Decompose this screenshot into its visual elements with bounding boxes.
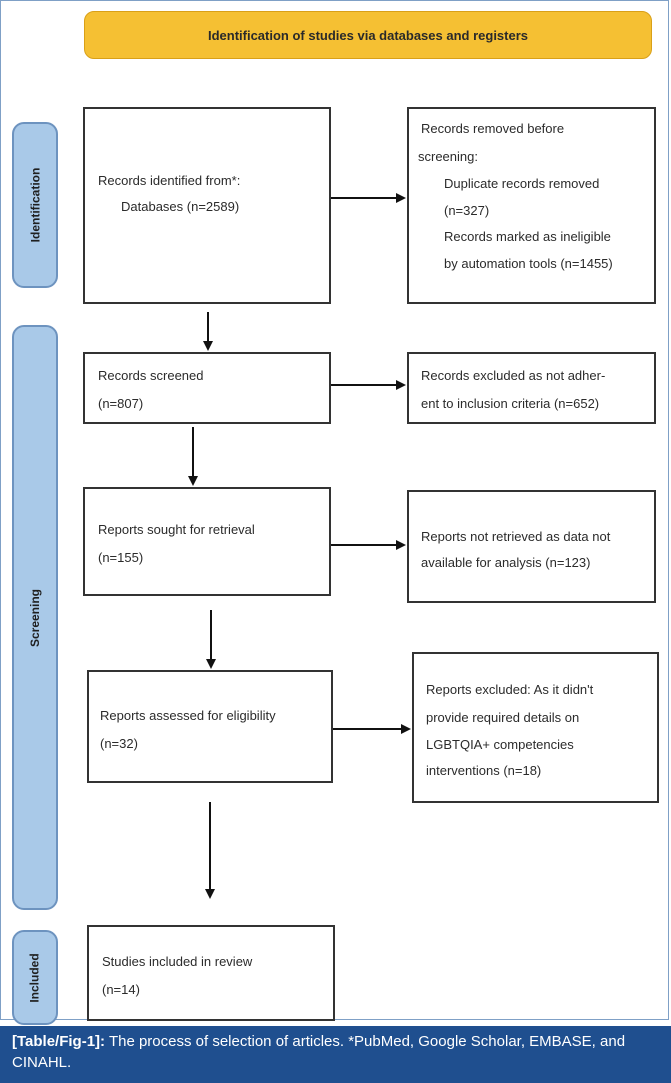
- box-line: Records identified from*:: [98, 173, 241, 188]
- box-records-removed: Records removed before screening: Duplic…: [407, 107, 656, 304]
- box-line: Records marked as ineligible: [444, 229, 611, 244]
- box-line: (n=14): [102, 982, 140, 997]
- box-reports-excluded: Reports excluded: As it didn't provide r…: [412, 652, 659, 803]
- box-line: available for analysis (n=123): [421, 555, 591, 570]
- box-reports-assessed: Reports assessed for eligibility (n=32): [87, 670, 333, 783]
- box-line: Reports not retrieved as data not: [421, 529, 611, 544]
- phase-included: Included: [12, 930, 58, 1025]
- box-line: Reports assessed for eligibility: [100, 708, 276, 723]
- box-line: Duplicate records removed: [444, 176, 600, 191]
- phase-screening: Screening: [12, 325, 58, 910]
- box-line: interventions (n=18): [426, 763, 542, 778]
- box-line: screening:: [418, 149, 478, 164]
- caption-text: The process of selection of articles. *P…: [12, 1033, 626, 1071]
- box-line: Records excluded as not adher-: [421, 368, 606, 383]
- box-line: Reports sought for retrieval: [98, 522, 255, 537]
- banner-identification-header: Identification of studies via databases …: [84, 11, 652, 59]
- box-records-screened: Records screened (n=807): [83, 352, 331, 424]
- box-line: Studies included in review: [102, 954, 253, 969]
- figure-caption: [Table/Fig-1]: The process of selection …: [0, 1026, 671, 1083]
- caption-label: [Table/Fig-1]:: [12, 1033, 106, 1050]
- box-records-identified: Records identified from*: Databases (n=2…: [83, 107, 331, 304]
- phase-identification: Identification: [12, 122, 58, 288]
- box-reports-sought: Reports sought for retrieval (n=155): [83, 487, 331, 596]
- box-studies-included: Studies included in review (n=14): [87, 925, 335, 1021]
- box-reports-not-retrieved: Reports not retrieved as data not availa…: [407, 490, 656, 603]
- box-line: by automation tools (n=1455): [444, 256, 613, 271]
- box-line: LGBTQIA+ competencies: [426, 737, 574, 752]
- box-line: Reports excluded: As it didn't: [426, 682, 594, 697]
- box-line: (n=807): [98, 396, 144, 411]
- box-line: Records removed before: [421, 121, 565, 136]
- box-line: Databases (n=2589): [121, 199, 240, 214]
- banner-title: Identification of studies via databases …: [207, 27, 529, 43]
- box-line: ent to inclusion criteria (n=652): [421, 396, 600, 411]
- box-records-excluded: Records excluded as not adher- ent to in…: [407, 352, 656, 424]
- box-line: (n=155): [98, 550, 144, 565]
- box-line: Records screened: [98, 368, 204, 383]
- box-line: (n=327): [444, 203, 490, 218]
- box-line: provide required details on: [426, 710, 580, 725]
- box-line: (n=32): [100, 736, 138, 751]
